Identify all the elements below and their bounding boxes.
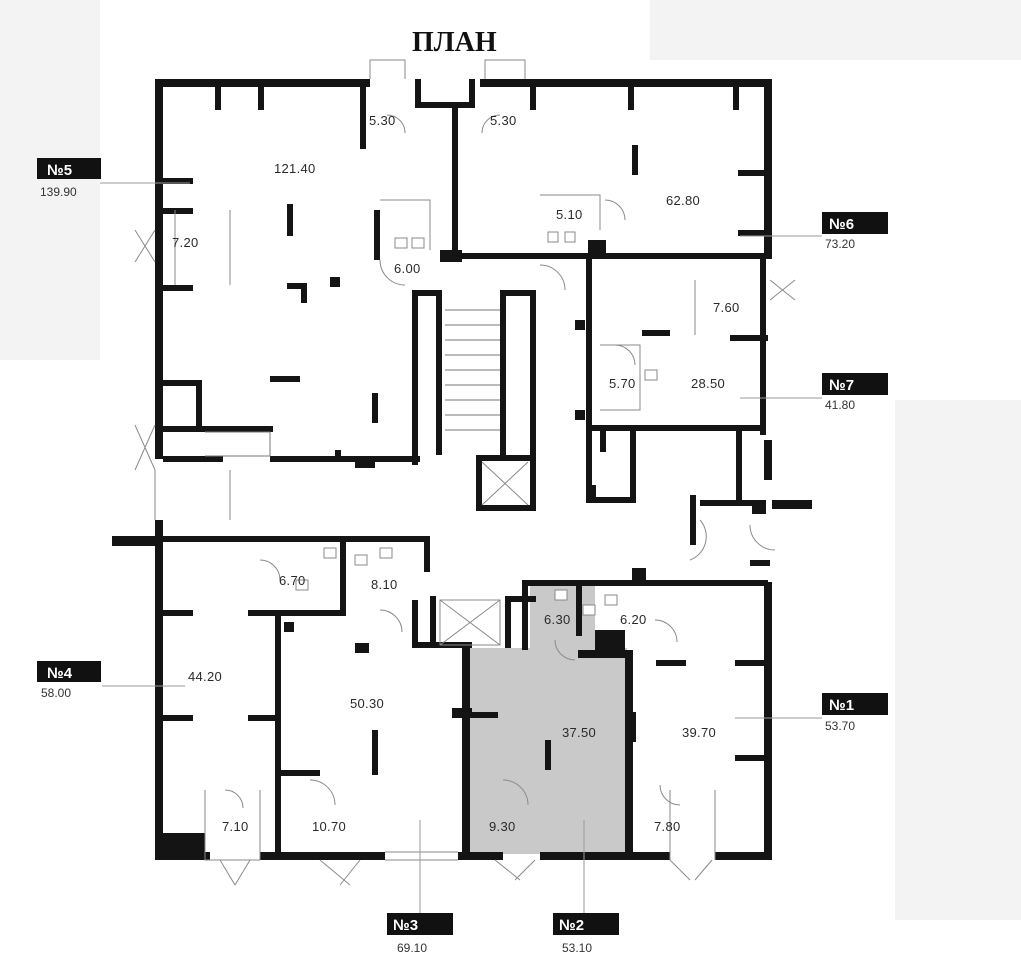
unit-number-6: №6: [829, 216, 854, 233]
room-labels: 5.30 5.30 121.40 7.20 6.00 5.10 62.80 7.…: [172, 113, 740, 834]
unit-number-7: №7: [829, 377, 854, 394]
unit-number-5: №5: [47, 162, 72, 179]
scan-shade-right: [895, 400, 1021, 920]
room-area-6-70: 6.70: [279, 573, 306, 588]
room-area-62-80: 62.80: [666, 193, 700, 208]
interior-walls: [163, 79, 771, 860]
room-area-37-50: 37.50: [562, 725, 596, 740]
unit-number-3: №3: [393, 917, 418, 934]
unit-number-4: №4: [47, 665, 73, 682]
unit-area-5: 139.90: [40, 185, 77, 199]
room-area-6-00: 6.00: [394, 261, 421, 276]
unit-2-highlight[interactable]: [469, 586, 627, 854]
room-area-5-30-right: 5.30: [490, 113, 517, 128]
unit-number-1: №1: [829, 697, 854, 714]
room-area-6-20: 6.20: [620, 612, 647, 627]
unit-area-4: 58.00: [41, 686, 71, 700]
unit-area-1: 53.70: [825, 719, 855, 733]
room-area-9-30: 9.30: [489, 819, 516, 834]
room-area-7-20: 7.20: [172, 235, 199, 250]
unit-area-2: 53.10: [562, 941, 592, 955]
unit-number-2: №2: [559, 917, 584, 934]
room-area-6-30: 6.30: [544, 612, 571, 627]
room-area-5-70: 5.70: [609, 376, 636, 391]
room-area-44-20: 44.20: [188, 669, 222, 684]
unit-tag-4[interactable]: №4 58.00: [37, 661, 185, 700]
room-area-50-30: 50.30: [350, 696, 384, 711]
doors-and-fixtures: [134, 59, 796, 886]
room-area-10-70: 10.70: [312, 819, 346, 834]
unit-tag-1[interactable]: №1 53.70: [735, 693, 888, 733]
plan-title: ПЛАН: [412, 27, 497, 58]
unit-area-3: 69.10: [397, 941, 427, 955]
room-area-5-10: 5.10: [556, 207, 583, 222]
scan-shade-top: [650, 0, 1021, 60]
room-area-39-70: 39.70: [682, 725, 716, 740]
unit-tag-2[interactable]: №2 53.10: [553, 820, 619, 955]
unit-tag-5[interactable]: №5 139.90: [37, 158, 190, 199]
scan-shade-left: [0, 0, 100, 360]
unit-area-6: 73.20: [825, 237, 855, 251]
unit-tag-7[interactable]: №7 41.80: [740, 373, 888, 412]
unit-area-7: 41.80: [825, 398, 855, 412]
unit-tag-3[interactable]: №3 69.10: [387, 820, 453, 955]
room-area-121-40: 121.40: [274, 161, 316, 176]
room-area-7-10: 7.10: [222, 819, 249, 834]
room-area-7-60: 7.60: [713, 300, 740, 315]
room-area-28-50: 28.50: [691, 376, 725, 391]
room-area-8-10: 8.10: [371, 577, 398, 592]
unit-tag-6[interactable]: №6 73.20: [740, 212, 888, 251]
room-area-7-80: 7.80: [654, 819, 681, 834]
room-area-5-30-left: 5.30: [369, 113, 396, 128]
